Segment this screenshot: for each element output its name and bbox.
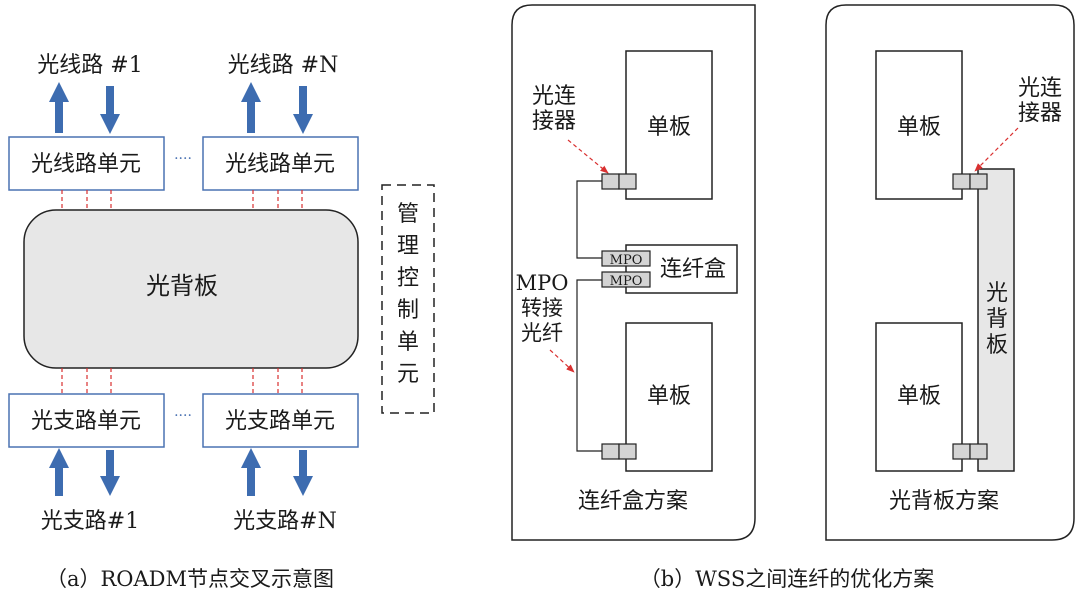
right-connector-label-2: 接器	[1018, 101, 1062, 126]
mgmt-char: 元	[397, 362, 419, 387]
mpo-port-2	[601, 271, 651, 288]
right-connector-label-1: 光连	[1018, 76, 1062, 101]
branch-units-ellipsis: ····	[174, 408, 192, 424]
backplane-box	[23, 209, 359, 369]
mpo-port-1-label: MPO	[610, 253, 643, 268]
mpo-port-2-label: MPO	[610, 274, 643, 289]
branch-n-up-arrow	[241, 448, 261, 496]
mpo-port-1	[601, 250, 651, 267]
panel-b-right: 单板 单板 光 背 板 光连 接器 光背板方案	[825, 4, 1075, 541]
left-bottom-connector	[601, 443, 637, 460]
branch-1-down-arrow	[100, 450, 120, 496]
line-top-n-label: 光线路 #N	[228, 53, 339, 78]
line-unit-1-box	[8, 136, 165, 191]
mgmt-char: 控	[397, 266, 419, 291]
line-unit-2-label: 光线路单元	[225, 152, 335, 177]
right-scheme-label: 光背板方案	[889, 489, 999, 514]
right-board-bottom-label: 单板	[897, 384, 941, 409]
left-top-connector	[601, 173, 637, 190]
bottom-fiber-links	[61, 368, 303, 394]
left-chassis-outline	[511, 4, 756, 541]
caption-b: （b）WSS之间连纤的优化方案	[640, 567, 934, 591]
line-unit-1-label: 光线路单元	[31, 152, 141, 177]
backplane-char: 光	[986, 281, 1008, 306]
branch-bottom-1-label: 光支路#1	[41, 509, 139, 534]
branch-bottom-n-label: 光支路#N	[233, 509, 337, 534]
backplane-char: 背	[986, 307, 1008, 332]
right-chassis-outline	[825, 4, 1075, 541]
top-fiber-links	[61, 190, 303, 212]
branch-unit-1-label: 光支路单元	[31, 409, 141, 434]
mpo-fiber-label-1: MPO	[516, 271, 569, 295]
branch-unit-1-box	[8, 393, 165, 448]
mpo-fiber-label-2: 转接	[521, 296, 563, 320]
line-n-up-arrow	[241, 82, 261, 133]
left-connector-label-1: 光连	[532, 84, 576, 109]
branch-unit-2-label: 光支路单元	[225, 409, 335, 434]
left-board-bottom	[625, 322, 713, 472]
mgmt-char: 理	[397, 234, 419, 259]
line-units-ellipsis: ····	[174, 151, 192, 167]
right-connector-pointer	[974, 127, 1019, 172]
left-board-top	[625, 50, 713, 200]
right-board-top	[875, 50, 963, 200]
left-board-bottom-label: 单板	[647, 384, 691, 409]
line-unit-2-box	[202, 136, 359, 191]
backplane-label: 光背板	[146, 272, 218, 300]
line-1-down-arrow	[100, 86, 120, 134]
line-n-down-arrow	[293, 86, 313, 134]
line-1-up-arrow	[49, 82, 69, 133]
panel-a: 光线路 #1 光线路 #N 光线路单元 光线路单元 ····	[8, 53, 435, 591]
right-board-top-label: 单板	[897, 115, 941, 140]
left-mpo-fibers	[576, 180, 602, 452]
panel-b-left: 光连 接器 单板 单板 连纤盒 MPO MPO MPO 转接	[511, 4, 756, 541]
right-backplane-bar	[977, 168, 1015, 472]
mgmt-unit-label: 管 理 控 制 单 元	[397, 202, 419, 387]
line-top-1-label: 光线路 #1	[37, 53, 142, 78]
branch-n-down-arrow	[293, 450, 313, 496]
mgmt-char: 制	[397, 298, 419, 323]
branch-1-up-arrow	[49, 448, 69, 496]
mgmt-char: 管	[397, 202, 419, 227]
left-board-top-label: 单板	[647, 115, 691, 140]
right-board-bottom	[875, 322, 963, 472]
left-scheme-label: 连纤盒方案	[578, 489, 688, 514]
left-connector-label-2: 接器	[532, 109, 576, 134]
mpo-fiber-pointer	[549, 349, 575, 373]
backplane-char: 板	[986, 333, 1008, 358]
mpo-fiber-label-3: 光纤	[521, 321, 563, 345]
caption-a: （a）ROADM节点交叉示意图	[46, 567, 334, 591]
right-top-connector	[952, 173, 988, 190]
right-backplane-label: 光 背 板	[986, 281, 1008, 358]
branch-unit-2-box	[202, 393, 359, 448]
fiber-box-label: 连纤盒	[660, 257, 726, 282]
mgmt-unit-box	[381, 184, 435, 414]
right-bottom-connector	[952, 443, 988, 460]
left-connector-pointer	[567, 139, 609, 174]
mgmt-char: 单	[397, 330, 419, 355]
